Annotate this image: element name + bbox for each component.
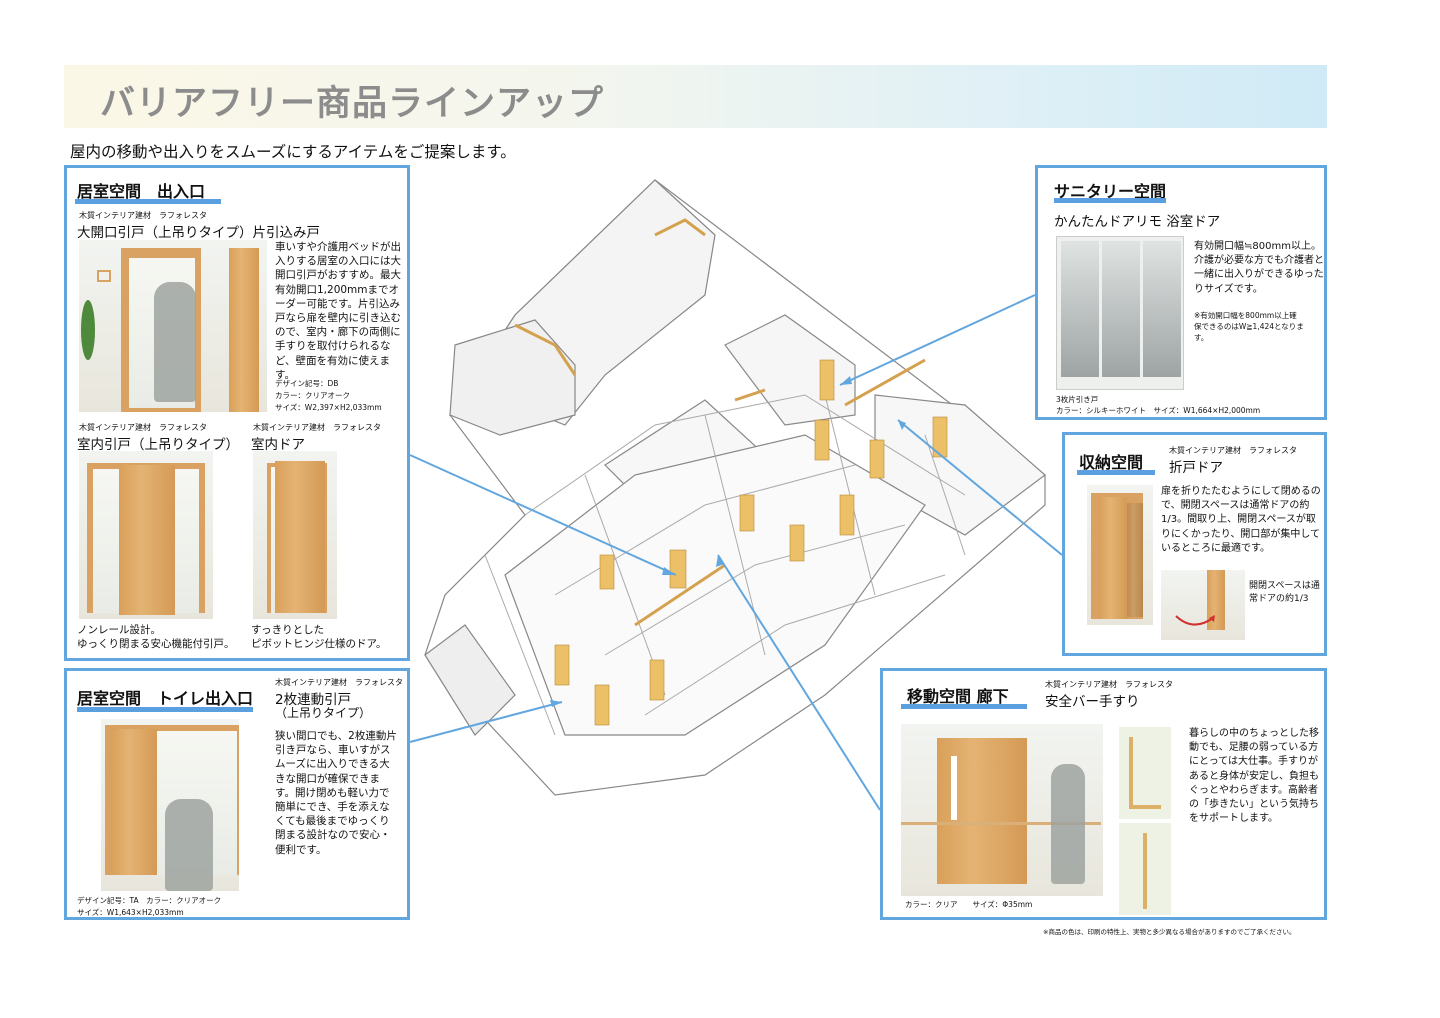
title-underline: [1054, 198, 1166, 203]
product-note: ※有効開口幅を800mm以上確保できるのはW≧1,424となります。: [1194, 311, 1304, 342]
product-description: 車いすや介護用ベッドが出入りする居室の入口には大開口引戸がおすすめ。最大有効開口…: [275, 241, 401, 381]
product-spec: カラー：クリア サイズ：Φ35mm: [905, 900, 1033, 909]
header-banner: バリアフリー商品ラインアップ: [64, 65, 1327, 128]
page-title: バリアフリー商品ラインアップ: [100, 84, 605, 124]
product-photo-sliding-door: [79, 451, 213, 619]
spec-color: カラー：クリアオーク: [275, 391, 350, 400]
product-description: 扉を折りたたむようにして閉めるので、開閉スペースは通常ドアの約1/3。間取り上、…: [1161, 486, 1321, 554]
panel-storage: 収納空間 木質インテリア建材 ラフォレスタ 折戸ドア 扉を折りたたむようにして閉…: [1062, 432, 1327, 656]
product-name: かんたんドアリモ 浴室ドア: [1054, 214, 1221, 230]
panel-sanitary: サニタリー空間 かんたんドアリモ 浴室ドア 有効開口幅≒800mm以上。介護が必…: [1035, 165, 1327, 420]
page-subtitle: 屋内の移動や出入りをスムーズにするアイテムをご提案します。: [70, 143, 516, 161]
panel-title: 居室空間 トイレ出入口: [77, 689, 254, 708]
product-description: 狭い間口でも、2枚連動片引き戸なら、車いすがスムーズに出入りできる大きな開口が確…: [275, 730, 397, 856]
product-name: 2枚連動引戸: [275, 692, 352, 708]
product-photo-large-sliding-door: [79, 240, 267, 412]
panel-corridor: 移動空間 廊下 木質インテリア建材 ラフォレスタ 安全バー手すり カラー：クリア…: [880, 668, 1327, 920]
panel-title: 移動空間 廊下: [907, 687, 1009, 706]
product-type: 3枚片引き戸: [1056, 395, 1099, 404]
title-underline: [77, 707, 253, 712]
product-name-sub: （上吊りタイプ）: [275, 706, 372, 720]
maker-label: 木質インテリア建材 ラフォレスタ: [1169, 446, 1297, 455]
product-name: 大開口引戸（上吊りタイプ）片引込み戸: [77, 225, 320, 241]
spec-design: デザイン記号：DB: [275, 379, 339, 388]
product-spec: カラー：シルキーホワイト サイズ：W1,664×H2,000mm: [1056, 406, 1261, 415]
product-photo-double-sliding-door: [101, 719, 239, 891]
maker-label: 木質インテリア建材 ラフォレスタ: [275, 678, 403, 687]
product-name: 安全バー手すり: [1045, 694, 1140, 710]
caption: ピボットヒンジ仕様のドア。: [251, 638, 387, 650]
title-underline: [901, 704, 1027, 709]
maker-label: 木質インテリア建材 ラフォレスタ: [79, 423, 207, 432]
product-photo-folding-door: [1087, 485, 1153, 625]
panel-title: サニタリー空間: [1054, 182, 1167, 201]
caption: ゆっくり閉まる安心機能付引戸。: [77, 638, 235, 650]
panel-toilet-entrance: 居室空間 トイレ出入口 木質インテリア建材 ラフォレスタ 2枚連動引戸 （上吊り…: [64, 668, 410, 920]
caption: ノンレール設計。: [77, 624, 161, 636]
product-name: 室内ドア: [251, 437, 305, 453]
product-name: 室内引戸（上吊りタイプ）: [77, 437, 239, 453]
title-underline: [75, 199, 221, 204]
swing-arrow-icon: [1175, 615, 1215, 626]
product-description: 有効開口幅≒800mm以上。介護が必要な方でも介護者と一緒に出入りができるゆった…: [1194, 241, 1324, 295]
panel-room-entrance: 居室空間 出入口 木質インテリア建材 ラフォレスタ 大開口引戸（上吊りタイプ）片…: [64, 165, 410, 661]
title-underline: [1077, 470, 1155, 475]
photo-caption: 開閉スペースは通常ドアの約1/3: [1249, 581, 1320, 604]
product-photo-interior-door: [253, 451, 337, 619]
product-description: 暮らしの中のちょっとした移動でも、足腰の弱っている方にとっては大仕事。手すりがあ…: [1189, 728, 1319, 825]
maker-label: 木質インテリア建材 ラフォレスタ: [1045, 680, 1173, 689]
handrail-photo-i: [1119, 823, 1171, 915]
product-name: 折戸ドア: [1169, 460, 1223, 476]
maker-label: 木質インテリア建材 ラフォレスタ: [253, 423, 381, 432]
spec-size: サイズ：W2,397×H2,033mm: [275, 403, 382, 412]
panel-title: 収納空間: [1079, 453, 1144, 472]
maker-label: 木質インテリア建材 ラフォレスタ: [79, 211, 207, 220]
product-photo-corridor-handrail: [901, 724, 1103, 896]
footer-note: ※商品の色は、印刷の特性上、実物と多少異なる場合がありますのでご了承ください。: [1043, 928, 1296, 936]
folding-space-photo: [1161, 570, 1245, 640]
product-photo-bath-door: [1056, 236, 1184, 390]
spec-size: サイズ：W1,643×H2,033mm: [77, 908, 184, 917]
caption: すっきりとした: [251, 624, 325, 636]
panel-title: 居室空間 出入口: [77, 182, 206, 201]
spec-design-color: デザイン記号：TA カラー：クリアオーク: [77, 896, 222, 905]
handrail-photo-l: [1119, 727, 1171, 819]
